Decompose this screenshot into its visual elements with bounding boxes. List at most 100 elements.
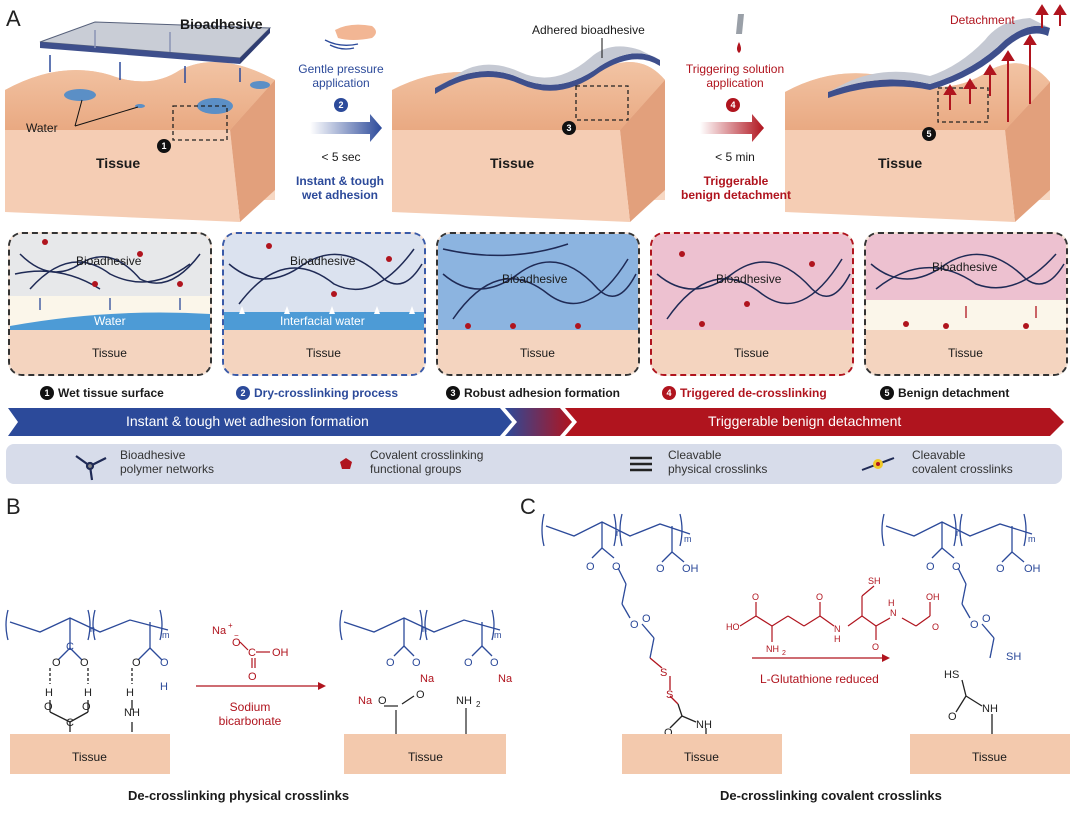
svg-text:O: O	[816, 592, 823, 602]
detachment-label: Detachment	[950, 13, 1015, 27]
svg-text:n: n	[956, 528, 961, 538]
tissue-block-3	[785, 4, 1067, 222]
svg-text:O: O	[132, 657, 141, 669]
svg-text:2: 2	[476, 700, 481, 709]
panel-c-letter: C	[520, 494, 536, 519]
process-banner	[8, 408, 1064, 436]
svg-text:O: O	[386, 657, 395, 669]
svg-text:H: H	[45, 687, 53, 699]
svg-text:2: 2	[782, 650, 786, 657]
svg-text:O: O	[80, 657, 89, 669]
zoom-box-4: Bioadhesive Tissue	[650, 232, 854, 376]
zoom-box-1: Bioadhesive Water Tissue	[8, 232, 212, 376]
step4-number: 4	[726, 98, 740, 112]
svg-text:O: O	[932, 622, 939, 632]
svg-text:O: O	[160, 657, 169, 669]
panel-b-tissue-left-label: Tissue	[72, 750, 107, 764]
svg-text:O: O	[412, 657, 421, 669]
step2-desc: Gentle pressure application	[298, 62, 384, 90]
svg-text:SH: SH	[1006, 651, 1021, 663]
tissue-label-1: Tissue	[96, 155, 141, 171]
svg-text:O: O	[464, 657, 473, 669]
arrow-step-4	[700, 114, 764, 142]
panel-a-illustration	[5, 4, 1067, 222]
svg-text:O: O	[656, 563, 665, 575]
bioadhesive-sheet	[39, 21, 272, 83]
svg-text:N: N	[834, 624, 841, 634]
svg-text:m: m	[162, 630, 170, 640]
svg-text:OH: OH	[926, 592, 940, 602]
svg-text:O: O	[248, 671, 257, 683]
step4-title: Triggerable benign detachment	[680, 174, 791, 202]
svg-text:C: C	[66, 641, 74, 653]
banner-right-text: Triggerable benign detachment	[708, 413, 902, 429]
svg-text:O: O	[970, 619, 979, 631]
svg-text:O: O	[82, 701, 91, 713]
svg-text:O: O	[612, 561, 621, 573]
legend-bar	[6, 444, 1062, 484]
svg-text:O: O	[996, 563, 1005, 575]
svg-text:NH: NH	[766, 644, 779, 654]
tissue-block-1	[5, 62, 275, 222]
water-label: Water	[26, 121, 58, 135]
zoom-box-2: Bioadhesive Interfacial water Tissue	[222, 232, 426, 376]
svg-text:Na: Na	[498, 673, 513, 685]
svg-text:OH: OH	[682, 563, 699, 575]
polymer-network-icon	[75, 455, 107, 481]
svg-text:HS: HS	[944, 669, 959, 681]
panel-c-tissue-right-label: Tissue	[972, 750, 1007, 764]
svg-text:Na: Na	[212, 625, 227, 637]
svg-text:m: m	[494, 630, 502, 640]
svg-text:m: m	[684, 534, 692, 544]
banner-left-text: Instant & tough wet adhesion formation	[126, 413, 369, 429]
svg-text:H: H	[834, 634, 841, 644]
panel-c-reagent: L-Glutathione reduced	[760, 672, 879, 686]
marker-1: 1	[157, 139, 171, 153]
svg-text:O: O	[982, 613, 991, 625]
svg-text:NH: NH	[456, 695, 472, 707]
svg-text:O: O	[232, 637, 241, 649]
panel-b-letter: B	[6, 494, 21, 519]
panel-b-tissue-right	[344, 734, 506, 774]
svg-text:O: O	[586, 561, 595, 573]
marker-5: 5	[922, 127, 936, 141]
svg-text:n: n	[422, 624, 427, 634]
panel-c-tissue-left	[622, 734, 782, 774]
panel-c-tissue-right	[910, 734, 1070, 774]
svg-text:n: n	[616, 528, 621, 538]
tissue-label-3: Tissue	[878, 155, 923, 171]
svg-text:NH: NH	[696, 719, 712, 731]
pentagon-icon	[340, 458, 352, 469]
panel-b-tissue-right-label: Tissue	[408, 750, 443, 764]
svg-text:O: O	[630, 619, 639, 631]
svg-text:n: n	[90, 624, 95, 634]
svg-text:OH: OH	[272, 647, 289, 659]
svg-text:O: O	[872, 642, 879, 652]
svg-text:Na: Na	[358, 695, 373, 707]
step4-desc: Triggering solution application	[685, 62, 785, 90]
svg-text:+: +	[228, 621, 233, 630]
svg-text:O: O	[664, 727, 673, 739]
svg-text:H: H	[160, 681, 168, 693]
step4-time: < 5 min	[715, 150, 755, 164]
svg-text:NH: NH	[124, 707, 140, 719]
panel-c-tissue-left-label: Tissue	[684, 750, 719, 764]
step2-title: Instant & tough wet adhesion	[296, 174, 384, 202]
panel-b-caption: De-crosslinking physical crosslinks	[128, 788, 350, 803]
svg-text:N: N	[890, 608, 897, 618]
zoom-box-5: Bioadhesive Tissue	[864, 232, 1068, 376]
panel-c-caption: De-crosslinking covalent crosslinks	[720, 788, 942, 803]
step2-number: 2	[334, 98, 348, 112]
marker-3: 3	[562, 121, 576, 135]
panel-b-tissue-left	[10, 734, 170, 774]
svg-text:O: O	[378, 695, 387, 707]
svg-text:O: O	[44, 701, 53, 713]
svg-text:HO: HO	[726, 622, 740, 632]
